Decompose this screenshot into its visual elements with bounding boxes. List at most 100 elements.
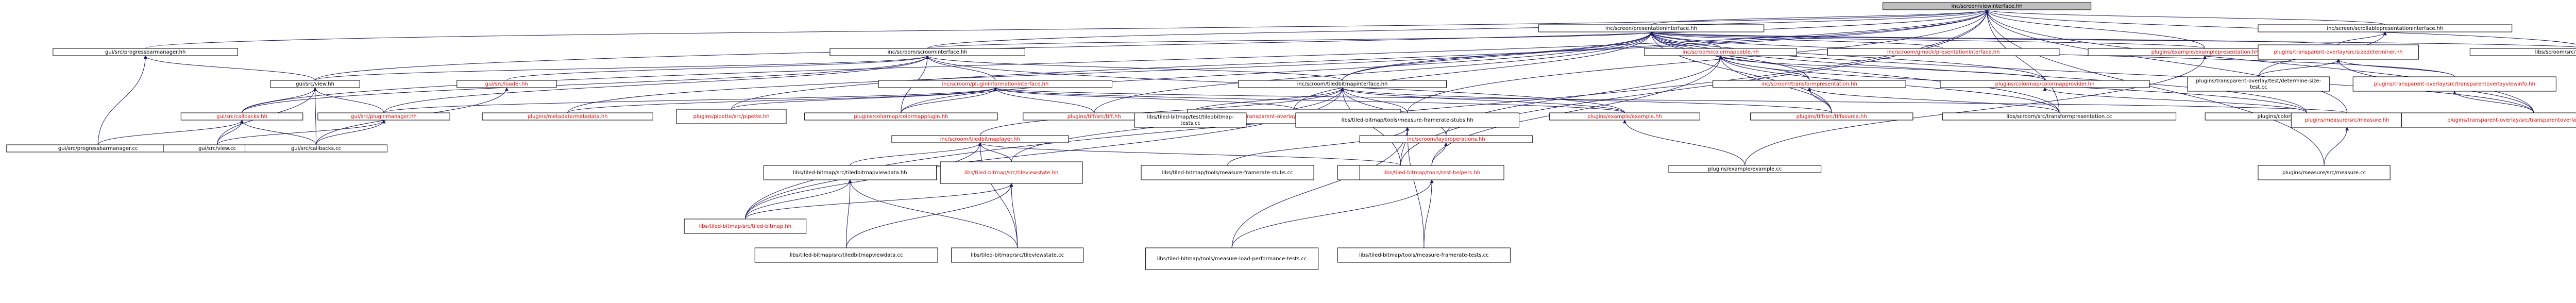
node-n39[interactable]: libs/tiled-bitmap/src/tileviewstate.hh <box>940 161 1083 184</box>
node-n19[interactable]: gui/src/pluginmanager.hh <box>317 112 450 121</box>
node-box <box>754 247 938 263</box>
node-n3[interactable]: gui/src/progressbarmanager.hh <box>53 48 239 56</box>
node-n12[interactable]: inc/scroom/plugininformationinterface.hh <box>878 80 1112 88</box>
node-n25[interactable]: inc/scroom/tiledbitmaplayer.hh <box>891 135 1069 143</box>
node-n44[interactable]: plugins/measure/src/measure.cc <box>2258 165 2391 180</box>
edge-n3-n35 <box>97 55 147 145</box>
node-label: gui/src/view.hh <box>296 81 334 87</box>
node-box <box>1238 80 1447 88</box>
node-label: gui/src/loader.hh <box>485 81 528 87</box>
node-n37[interactable]: gui/src/callbacks.cc <box>245 144 387 153</box>
edge-n42-n49 <box>1423 179 1434 248</box>
node-n6[interactable]: inc/scroom/gmock/presentationinterface.h… <box>1827 48 2060 56</box>
node-label: inc/scroom/layeroperations.hh <box>1407 137 1485 142</box>
node-n4[interactable]: inc/scroom/scroominterface.hh <box>829 48 1025 56</box>
edge-n4-n11 <box>506 55 929 81</box>
node-n2[interactable]: inc/screen/scrollablepresentationinterfa… <box>2258 24 2513 32</box>
node-box <box>763 165 937 180</box>
node-box <box>2187 76 2330 92</box>
edge-n1-n13 <box>1342 31 1653 81</box>
node-label: libs/tiled-bitmap/src/tileviewstate.cc <box>971 252 1064 258</box>
node-n42[interactable]: libs/tiled-bitmap/tools/test-helpers.hh <box>1359 165 1504 180</box>
node-label: libs/scroom/src/transformpresentation.cc <box>2006 114 2112 120</box>
node-n15[interactable]: plugins/colormap/colormapprovider.hh <box>1940 80 2150 88</box>
node-box <box>1359 165 1504 180</box>
node-box <box>1359 135 1533 143</box>
node-n48[interactable]: libs/tiled-bitmap/tools/measure-load-per… <box>1145 247 1319 270</box>
node-label: plugins/example/example.hh <box>1587 114 1662 120</box>
node-n27[interactable]: libs/tiled-bitmap/tools/measure-framerat… <box>1295 112 1520 128</box>
edge-n4-n18 <box>242 55 929 113</box>
edge-n27-n40 <box>1227 127 1410 166</box>
node-n45[interactable]: libs/tiled-bitmap/src/tiled-bitmap.hh <box>684 218 807 234</box>
edge-n4-n13 <box>925 55 1343 81</box>
node-label: plugins/tiff/src/tiff.hh <box>1067 114 1121 120</box>
node-box <box>891 135 1069 143</box>
node-box <box>804 112 998 121</box>
node-label: libs/tiled-bitmap/tools/measure-framerat… <box>1359 252 1489 258</box>
node-box <box>1134 112 1247 128</box>
node-label: inc/screen/scrollablepresentationinterfa… <box>2327 26 2443 31</box>
node-n46[interactable]: libs/tiled-bitmap/src/tiledbitmapviewdat… <box>754 247 938 263</box>
edge-n12-n19 <box>383 87 997 113</box>
node-n49[interactable]: libs/tiled-bitmap/tools/measure-framerat… <box>1337 247 1511 263</box>
node-n16[interactable]: plugins/transparent-overlay/test/determi… <box>2187 76 2330 92</box>
node-n30[interactable]: plugins/tiff/src/tiffsource.hh <box>1750 112 1913 121</box>
edge-n38-n45 <box>744 179 852 220</box>
node-label: inc/screen/presentationinterface.hh <box>1605 26 1697 31</box>
node-n47[interactable]: libs/tiled-bitmap/src/tileviewstate.cc <box>951 247 1084 263</box>
edge-n25-n41 <box>978 142 1401 166</box>
edge-n29-n43 <box>1623 120 1745 166</box>
edge-n1-n7 <box>1649 31 2206 49</box>
node-n1[interactable]: inc/screen/presentationinterface.hh <box>1538 24 1765 32</box>
node-n0[interactable]: inc/screen/viewinterface.hh <box>1883 2 2092 10</box>
node-layer: inc/screen/viewinterface.hh inc/screen/pr… <box>6 2 2576 270</box>
node-n26[interactable]: libs/tiled-bitmap/test/tiledbitmap-tests… <box>1134 112 1247 128</box>
node-box <box>1337 247 1511 263</box>
edge-n12-n22 <box>901 87 997 113</box>
node-box <box>53 48 239 56</box>
node-n18[interactable]: gui/src/callbacks.hh <box>180 112 303 121</box>
node-n8[interactable]: plugins/transparent-overlay/src/sizedete… <box>2258 44 2419 60</box>
node-box <box>2469 48 2576 56</box>
node-label: libs/tiled-bitmap/src/tiled-bitmap.hh <box>699 224 791 229</box>
node-label: inc/scroom/tiledbitmaplayer.hh <box>940 137 1020 142</box>
node-n20[interactable]: plugins/metadata/metadata.hh <box>482 112 653 121</box>
node-n10[interactable]: gui/src/view.hh <box>270 80 360 88</box>
edge-n12-n24 <box>993 87 1295 110</box>
node-n34[interactable]: plugins/transparent-overlay/src/transpar… <box>2401 112 2576 128</box>
edge-n39-n46 <box>846 183 1013 248</box>
node-n31[interactable]: libs/scroom/src/transformpresentation.cc <box>1942 112 2177 121</box>
node-n22[interactable]: plugins/colormap/colormapplugin.hh <box>804 112 998 121</box>
node-box <box>482 112 653 121</box>
node-n38[interactable]: libs/tiled-bitmap/src/tiledbitmapviewdat… <box>763 165 937 180</box>
node-label: gui/src/callbacks.hh <box>216 114 267 120</box>
node-n33[interactable]: plugins/measure/src/measure.hh <box>2291 112 2403 128</box>
node-n28[interactable]: inc/scroom/layeroperations.hh <box>1359 135 1533 143</box>
node-n17[interactable]: plugins/transparent-overlay/src/transpar… <box>2352 76 2556 92</box>
edge-n18-n37 <box>240 120 317 145</box>
node-box <box>2258 24 2513 32</box>
edge-n1-n20 <box>567 31 1653 113</box>
node-box <box>676 109 787 124</box>
edge-n13-n45 <box>744 87 1345 220</box>
node-n14[interactable]: inc/scroom/transformpresentation.hh <box>1713 80 1906 88</box>
node-n43[interactable]: plugins/example/example.cc <box>1668 165 1822 173</box>
node-n11[interactable]: gui/src/loader.hh <box>456 80 557 88</box>
node-n29[interactable]: plugins/example/example.hh <box>1549 112 1700 121</box>
node-n9[interactable]: libs/scroom/src/presentationinterface.cc <box>2469 48 2576 56</box>
node-n5[interactable]: inc/scroom/colormappable.hh <box>1644 48 1798 56</box>
node-label: plugins/example/examplepresentation.hh <box>2151 49 2259 55</box>
node-n13[interactable]: inc/scroom/tiledbitmapinterface.hh <box>1238 80 1447 88</box>
node-n35[interactable]: gui/src/progressbarmanager.cc <box>6 144 190 153</box>
node-label: plugins/transparent-overlay/test/determi… <box>2196 78 2321 90</box>
node-box <box>2352 76 2556 92</box>
node-label: libs/scroom/src/presentationinterface.cc <box>2535 49 2576 55</box>
node-box <box>2291 112 2403 128</box>
node-label: libs/tiled-bitmap/tools/test-helpers.hh <box>1383 170 1480 176</box>
edge-n10-n18 <box>242 87 317 113</box>
node-label: gui/src/progressbarmanager.cc <box>58 146 138 152</box>
node-label: libs/tiled-bitmap/tools/measure-load-per… <box>1157 256 1307 262</box>
node-n21[interactable]: plugins/pipette/src/pipette.hh <box>676 109 787 124</box>
node-n40[interactable]: libs/tiled-bitmap/tools/measure-framerat… <box>1141 165 1314 180</box>
